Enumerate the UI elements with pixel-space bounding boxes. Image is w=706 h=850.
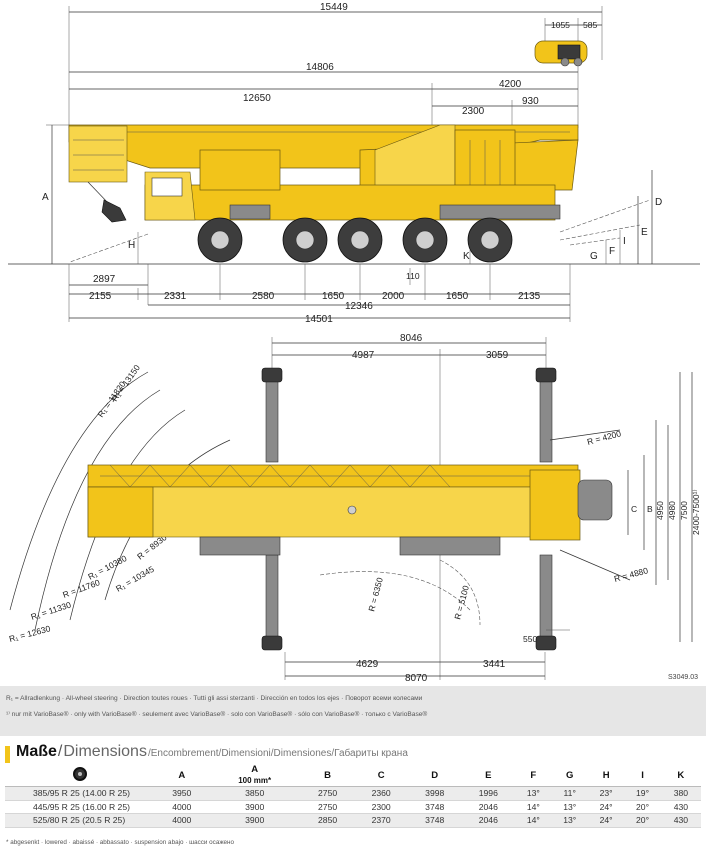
note-variobase: ¹⁾ nur mit VarioBase® · only with VarioB… (6, 711, 428, 718)
dim-8046: 8046 (400, 333, 423, 344)
wheels (197, 217, 513, 263)
col-D: D (407, 764, 462, 787)
radius-r2: R₁ = 11820 (95, 379, 127, 419)
dim-letter-C: C (631, 504, 637, 514)
title-de: Maße (16, 743, 57, 760)
radius-5100: R = 5100 (452, 584, 471, 620)
dim-letter-D: D (655, 197, 662, 208)
axle-spacing-2: 2331 (164, 291, 187, 302)
dim-3441: 3441 (483, 659, 506, 670)
dim-8070: 8070 (405, 673, 428, 684)
outrigger-front (261, 367, 283, 651)
dim-1055: 1055 (551, 20, 570, 30)
dim-7500: 7500 (679, 501, 689, 520)
dim-2300: 2300 (462, 106, 485, 117)
dim-letter-H: H (128, 240, 135, 251)
dim-letter-G: G (590, 251, 598, 262)
tire-icon (73, 766, 87, 781)
top-view: 8046 4987 3059 R₁ = 13150 R₁ = 11820 R =… (8, 333, 701, 684)
hook-on-boom (101, 199, 127, 223)
dim-4200: 4200 (499, 79, 522, 90)
radius-r5: R₁ = 10345 (114, 564, 156, 594)
radius-4880: R = 4880 (613, 565, 649, 584)
dim-letter-K: K (463, 251, 470, 262)
table-footnote: * abgesenkt · lowered · abaissé · abbass… (6, 839, 235, 846)
dim-550: 550 (523, 634, 537, 644)
axle-spacing-ticks (137, 264, 571, 322)
dim-110: 110 (406, 271, 420, 281)
axle-spacing-3: 2580 (252, 291, 275, 302)
dim-4629: 4629 (356, 659, 379, 670)
dim-12346: 12346 (345, 301, 373, 312)
dim-12650: 12650 (243, 93, 271, 104)
radius-4200: R = 4200 (586, 428, 622, 447)
axle-spacing-6: 1650 (446, 291, 469, 302)
sheet-code: S3049.03 (668, 674, 698, 681)
dim-2897: 2897 (93, 274, 116, 285)
dim-letter-B: B (647, 504, 653, 514)
dim-4980: 4980 (667, 501, 677, 520)
col-F: F (515, 764, 552, 787)
col-K: K (660, 764, 701, 787)
dim-930: 930 (522, 96, 539, 107)
dim-14806: 14806 (306, 62, 334, 73)
dim-14501: 14501 (305, 314, 333, 325)
dim-letter-I: I (623, 236, 626, 247)
dim-letter-E: E (641, 227, 648, 238)
col-C: C (354, 764, 408, 787)
title-accent-bar (5, 745, 10, 763)
radius-r3: R₁ = 10380 (86, 553, 128, 582)
dim-letter-A: A (42, 192, 49, 203)
tire-size-icon-header (5, 764, 155, 787)
col-H: H (587, 764, 625, 787)
dim-585: 585 (583, 20, 597, 30)
dim-letter-F: F (609, 246, 615, 257)
col-B: B (300, 764, 355, 787)
carrier-top (87, 486, 579, 538)
table-row: 385/95 R 25 (14.00 R 25) 3950 3850 2750 … (5, 786, 701, 801)
outrigger-rear (535, 367, 557, 651)
title-translations: /Encombrement/Dimensioni/Dimensiones/Габ… (147, 748, 408, 759)
radius-arc-6350 (319, 571, 471, 611)
dim-vario: 2400-7500¹⁾ (691, 489, 701, 535)
dim-4987: 4987 (352, 350, 375, 361)
dimensions-title: Maße / Dimensions /Encombrement/Dimensio… (5, 743, 408, 765)
dim-3059: 3059 (486, 350, 509, 361)
title-en: Dimensions (63, 743, 147, 760)
col-I: I (624, 764, 661, 787)
axle-spacing-1: 2155 (89, 291, 112, 302)
axle-spacing-7: 2135 (518, 291, 541, 302)
note-all-wheel-steering: R₁ = Allradlenkung · All-wheel steering … (6, 695, 423, 702)
col-G: G (551, 764, 588, 787)
side-view: 15449 1055 585 14806 12650 4200 2300 930 (8, 2, 700, 325)
radius-arc-1 (9, 371, 149, 611)
title-slash: / (57, 743, 63, 760)
notes-band: R₁ = Allradlenkung · All-wheel steering … (0, 686, 706, 736)
axle-spacing-4: 1650 (322, 291, 345, 302)
radius-r6: R = 11760 (61, 577, 101, 600)
radius-6350: R = 6350 (366, 576, 385, 612)
boom-head (68, 125, 128, 183)
dim-15449: 15449 (320, 2, 348, 13)
dim-4950: 4950 (655, 501, 665, 520)
table-row: 445/95 R 25 (16.00 R 25) 4000 3900 2750 … (5, 800, 701, 815)
col-E: E (461, 764, 516, 787)
col-A: A (155, 764, 209, 787)
radius-r7: R₁ = 11330 (30, 599, 73, 621)
radius-r8: R₁ = 12630 (8, 623, 52, 644)
axle-spacing-5: 2000 (382, 291, 405, 302)
table-row: 525/80 R 25 (20.5 R 25) 4000 3900 2850 2… (5, 813, 701, 828)
hook-block-icon (534, 40, 588, 67)
crane-drawing: 15449 1055 585 14806 12650 4200 2300 930 (8, 2, 701, 684)
